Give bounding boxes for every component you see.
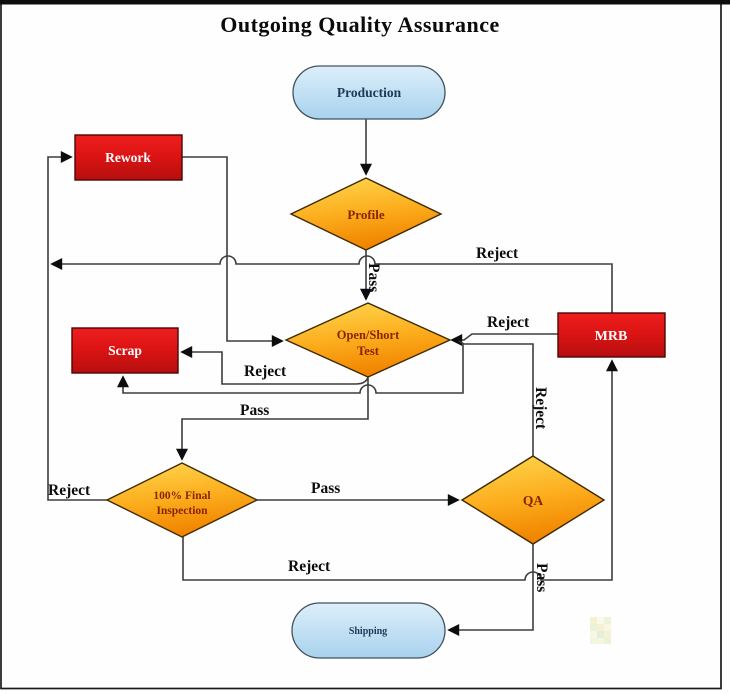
- edge-openshort-to-final-pass: [176, 377, 369, 461]
- rework-label: Rework: [105, 150, 151, 165]
- open-short-test-label-line1: Open/Short: [337, 328, 400, 342]
- node-mrb: MRB: [557, 312, 666, 358]
- edge-qa-to-openshort-reject: [458, 340, 534, 456]
- label-final-reject-rework: Reject: [48, 482, 91, 499]
- node-final-inspection: 100% Final Inspection: [105, 462, 259, 538]
- page-border-top: [0, 0, 730, 5]
- label-openshort-pass: Pass: [240, 402, 269, 419]
- edge-final-to-rework-reject: [47, 151, 107, 501]
- profile-label: Profile: [347, 207, 385, 222]
- label-final-reject-mrb: Reject: [288, 558, 331, 575]
- qa-label: QA: [523, 493, 544, 508]
- node-scrap: Scrap: [71, 327, 179, 374]
- edge-rework-to-openshort: [182, 156, 284, 347]
- edge-mrb-to-rework-reject: [50, 255, 613, 313]
- shipping-shape: [291, 602, 446, 659]
- rework-shape: [74, 134, 183, 181]
- final-inspection-shape: [105, 462, 259, 538]
- label-openshort-reject-scrap: Reject: [244, 363, 287, 380]
- open-short-test-label-line2: Test: [357, 344, 380, 358]
- edge-qa-to-shipping-pass: [447, 544, 534, 636]
- profile-shape: [289, 177, 443, 251]
- scrap-shape: [71, 327, 179, 374]
- label-qa-reject: Reject: [532, 387, 549, 430]
- edge-labels: Pass Reject Reject Reject Pass Reject Re…: [48, 245, 550, 592]
- edge-mrb-to-openshort-reject: [450, 333, 558, 346]
- scrap-label: Scrap: [108, 343, 142, 358]
- node-rework: Rework: [74, 134, 183, 181]
- production-label: Production: [337, 85, 402, 100]
- page-title: Outgoing Quality Assurance: [220, 12, 499, 37]
- final-inspection-label-line2: Inspection: [156, 505, 208, 517]
- mrb-label: MRB: [595, 329, 628, 344]
- label-mrb-reject-openshort: Reject: [487, 314, 530, 331]
- node-open-short-test: Open/Short Test: [284, 302, 452, 378]
- open-short-test-shape: [284, 302, 452, 378]
- edge-junction-to-scrap-reject: [117, 344, 464, 394]
- label-mrb-reject-rework: Reject: [476, 245, 519, 262]
- label-final-pass: Pass: [311, 480, 340, 497]
- node-shipping: Shipping: [291, 602, 446, 659]
- label-profile-pass: Pass: [365, 263, 382, 292]
- node-production: Production: [292, 65, 446, 120]
- mrb-shape: [557, 312, 666, 358]
- connectors: [47, 119, 618, 636]
- final-inspection-label-line1: 100% Final: [153, 490, 210, 502]
- production-shape: [292, 65, 446, 120]
- node-qa: QA: [460, 455, 606, 545]
- qa-shape: [460, 455, 606, 545]
- label-qa-pass: Pass: [533, 563, 550, 592]
- shipping-label: Shipping: [349, 626, 387, 637]
- watermark: [590, 617, 611, 644]
- node-profile: Profile: [289, 177, 443, 251]
